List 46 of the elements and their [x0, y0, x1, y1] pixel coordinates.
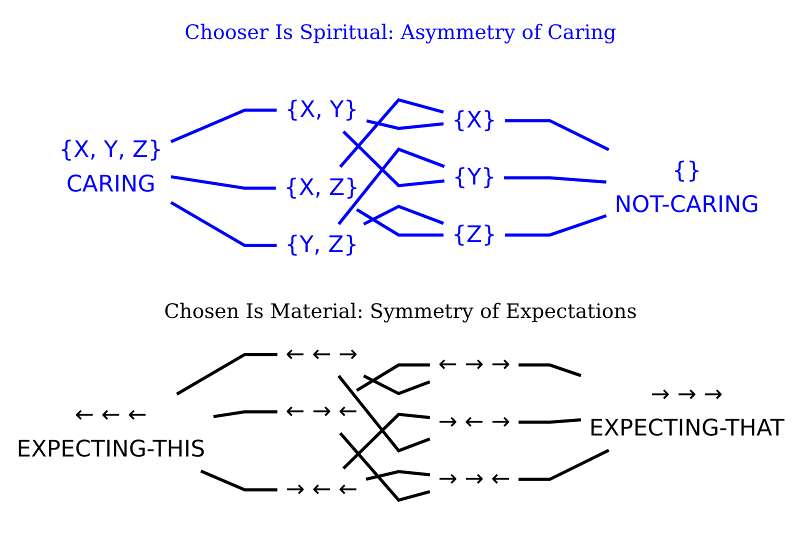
connector [363, 204, 444, 226]
connector [366, 119, 444, 130]
connector [366, 470, 430, 481]
node-text: ← ← → [286, 342, 358, 368]
connector [504, 176, 606, 184]
node-label: EXPECTING-THIS [16, 436, 206, 463]
connector [518, 363, 582, 378]
connector [339, 98, 444, 168]
connector [518, 418, 582, 424]
node-text: {X, Y} [285, 97, 358, 124]
node-text: → → ← [438, 466, 510, 492]
node-text: → ← → [438, 409, 510, 436]
node-label: CARING [66, 172, 156, 198]
node-text: {Y} [452, 164, 496, 191]
node-text: ← → → [438, 352, 510, 378]
connector [176, 353, 278, 396]
node-text: {X, Y, Z} [59, 137, 163, 164]
node-text: {} [672, 158, 702, 184]
connector [504, 119, 610, 152]
connector [504, 214, 607, 237]
diagram-title: Chooser Is Spiritual: Asymmetry of Caring [184, 20, 618, 44]
connector [339, 432, 430, 502]
node-text: {X, Z} [284, 175, 360, 202]
connector [170, 175, 276, 190]
section-title: Chosen Is Material: Symmetry of Expectations [163, 299, 638, 324]
connector [356, 363, 430, 392]
connector [200, 470, 278, 492]
node-text: {Z} [452, 222, 497, 248]
node-text: ← ← ← [74, 402, 147, 428]
connector [338, 147, 445, 226]
node-text: → → → [650, 382, 723, 408]
connector [170, 201, 277, 247]
connector [170, 108, 277, 144]
connector [342, 412, 430, 470]
node-label: EXPECTING-THAT [589, 416, 784, 442]
connector [363, 374, 430, 396]
node-text: {Y, Z} [285, 232, 358, 258]
node-text: {X} [452, 108, 497, 134]
node-text: → ← ← [286, 476, 358, 503]
connector [342, 130, 445, 188]
node-text: ← → ← [286, 398, 358, 425]
connector [213, 410, 278, 418]
connector [518, 448, 610, 481]
connector [338, 374, 430, 453]
node-label: NOT-CARING [614, 192, 759, 218]
connector [356, 208, 444, 237]
